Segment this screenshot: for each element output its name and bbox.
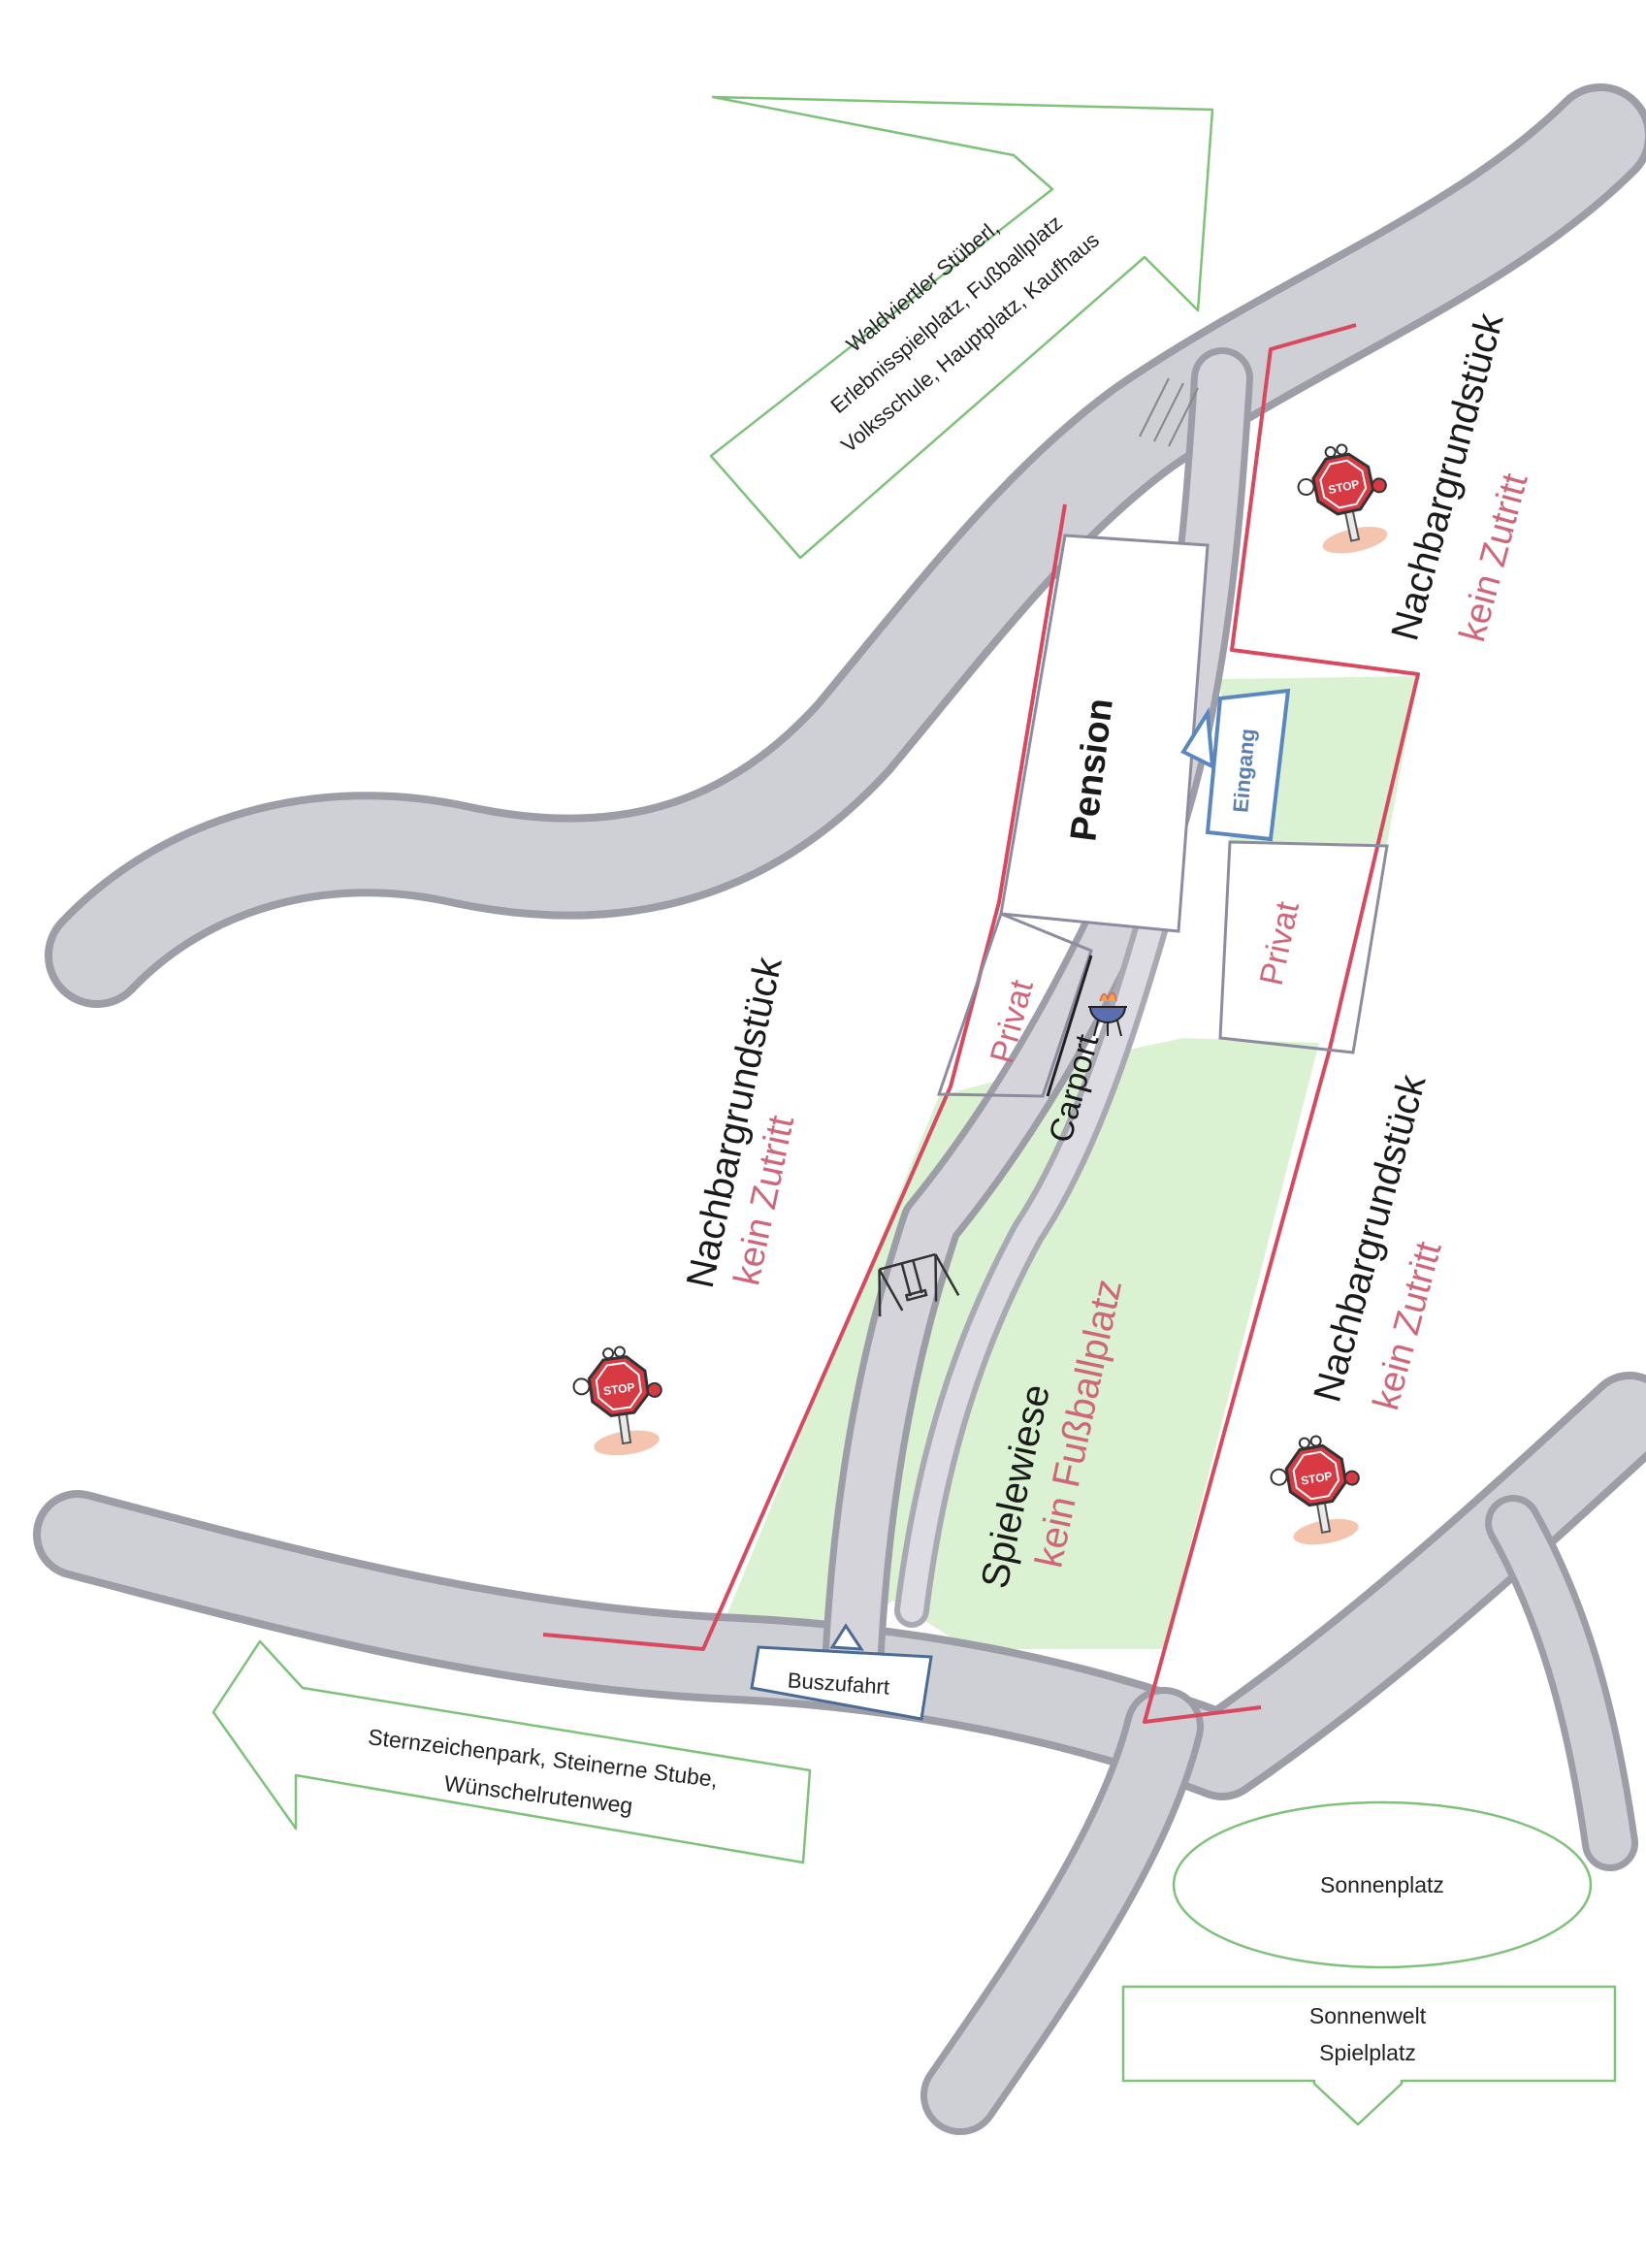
privat-right-label: Privat <box>1253 898 1307 988</box>
stop-sign-text: STOP <box>1327 477 1361 497</box>
arrow-west[interactable] <box>211 1639 812 1864</box>
pension-building <box>999 534 1210 933</box>
arrow-south-line1: Sonnenwelt <box>1309 2003 1427 2028</box>
stop-sign-icon <box>1264 1428 1372 1553</box>
property-boundary <box>542 323 1420 1724</box>
sonnenplatz-area[interactable] <box>1172 1800 1593 1969</box>
privat-left-area <box>936 912 1093 1098</box>
stop-sign-text: STOP <box>1300 1469 1333 1487</box>
stop-sign-icon <box>567 1340 671 1463</box>
neighbour-bottom-right: Nachbargrundstück kein Zutritt <box>1306 1069 1449 1414</box>
bus-entrance-marker[interactable] <box>750 1623 933 1721</box>
grill-icon <box>1088 991 1127 1037</box>
arrow-north[interactable] <box>709 95 1214 560</box>
sonnenplatz-label: Sonnenplatz <box>1320 1872 1444 1897</box>
arrow-south[interactable] <box>1121 1985 1617 2126</box>
neighbour-left: Nachbargrundstück kein Zutritt <box>679 953 803 1291</box>
stop-sign-text: STOP <box>602 1380 635 1398</box>
neighbour-top-right: Nachbargrundstück kein Zutritt <box>1383 308 1535 646</box>
privat-right-area <box>1218 840 1389 1054</box>
arrow-south-line2: Spielplatz <box>1319 2040 1416 2065</box>
stop-sign-icon <box>1289 436 1401 563</box>
neighbour-note: kein Zutritt <box>1452 469 1536 646</box>
swing-icon <box>878 1252 960 1317</box>
buildings <box>936 377 1389 1098</box>
entrance-marker[interactable] <box>1180 688 1291 842</box>
